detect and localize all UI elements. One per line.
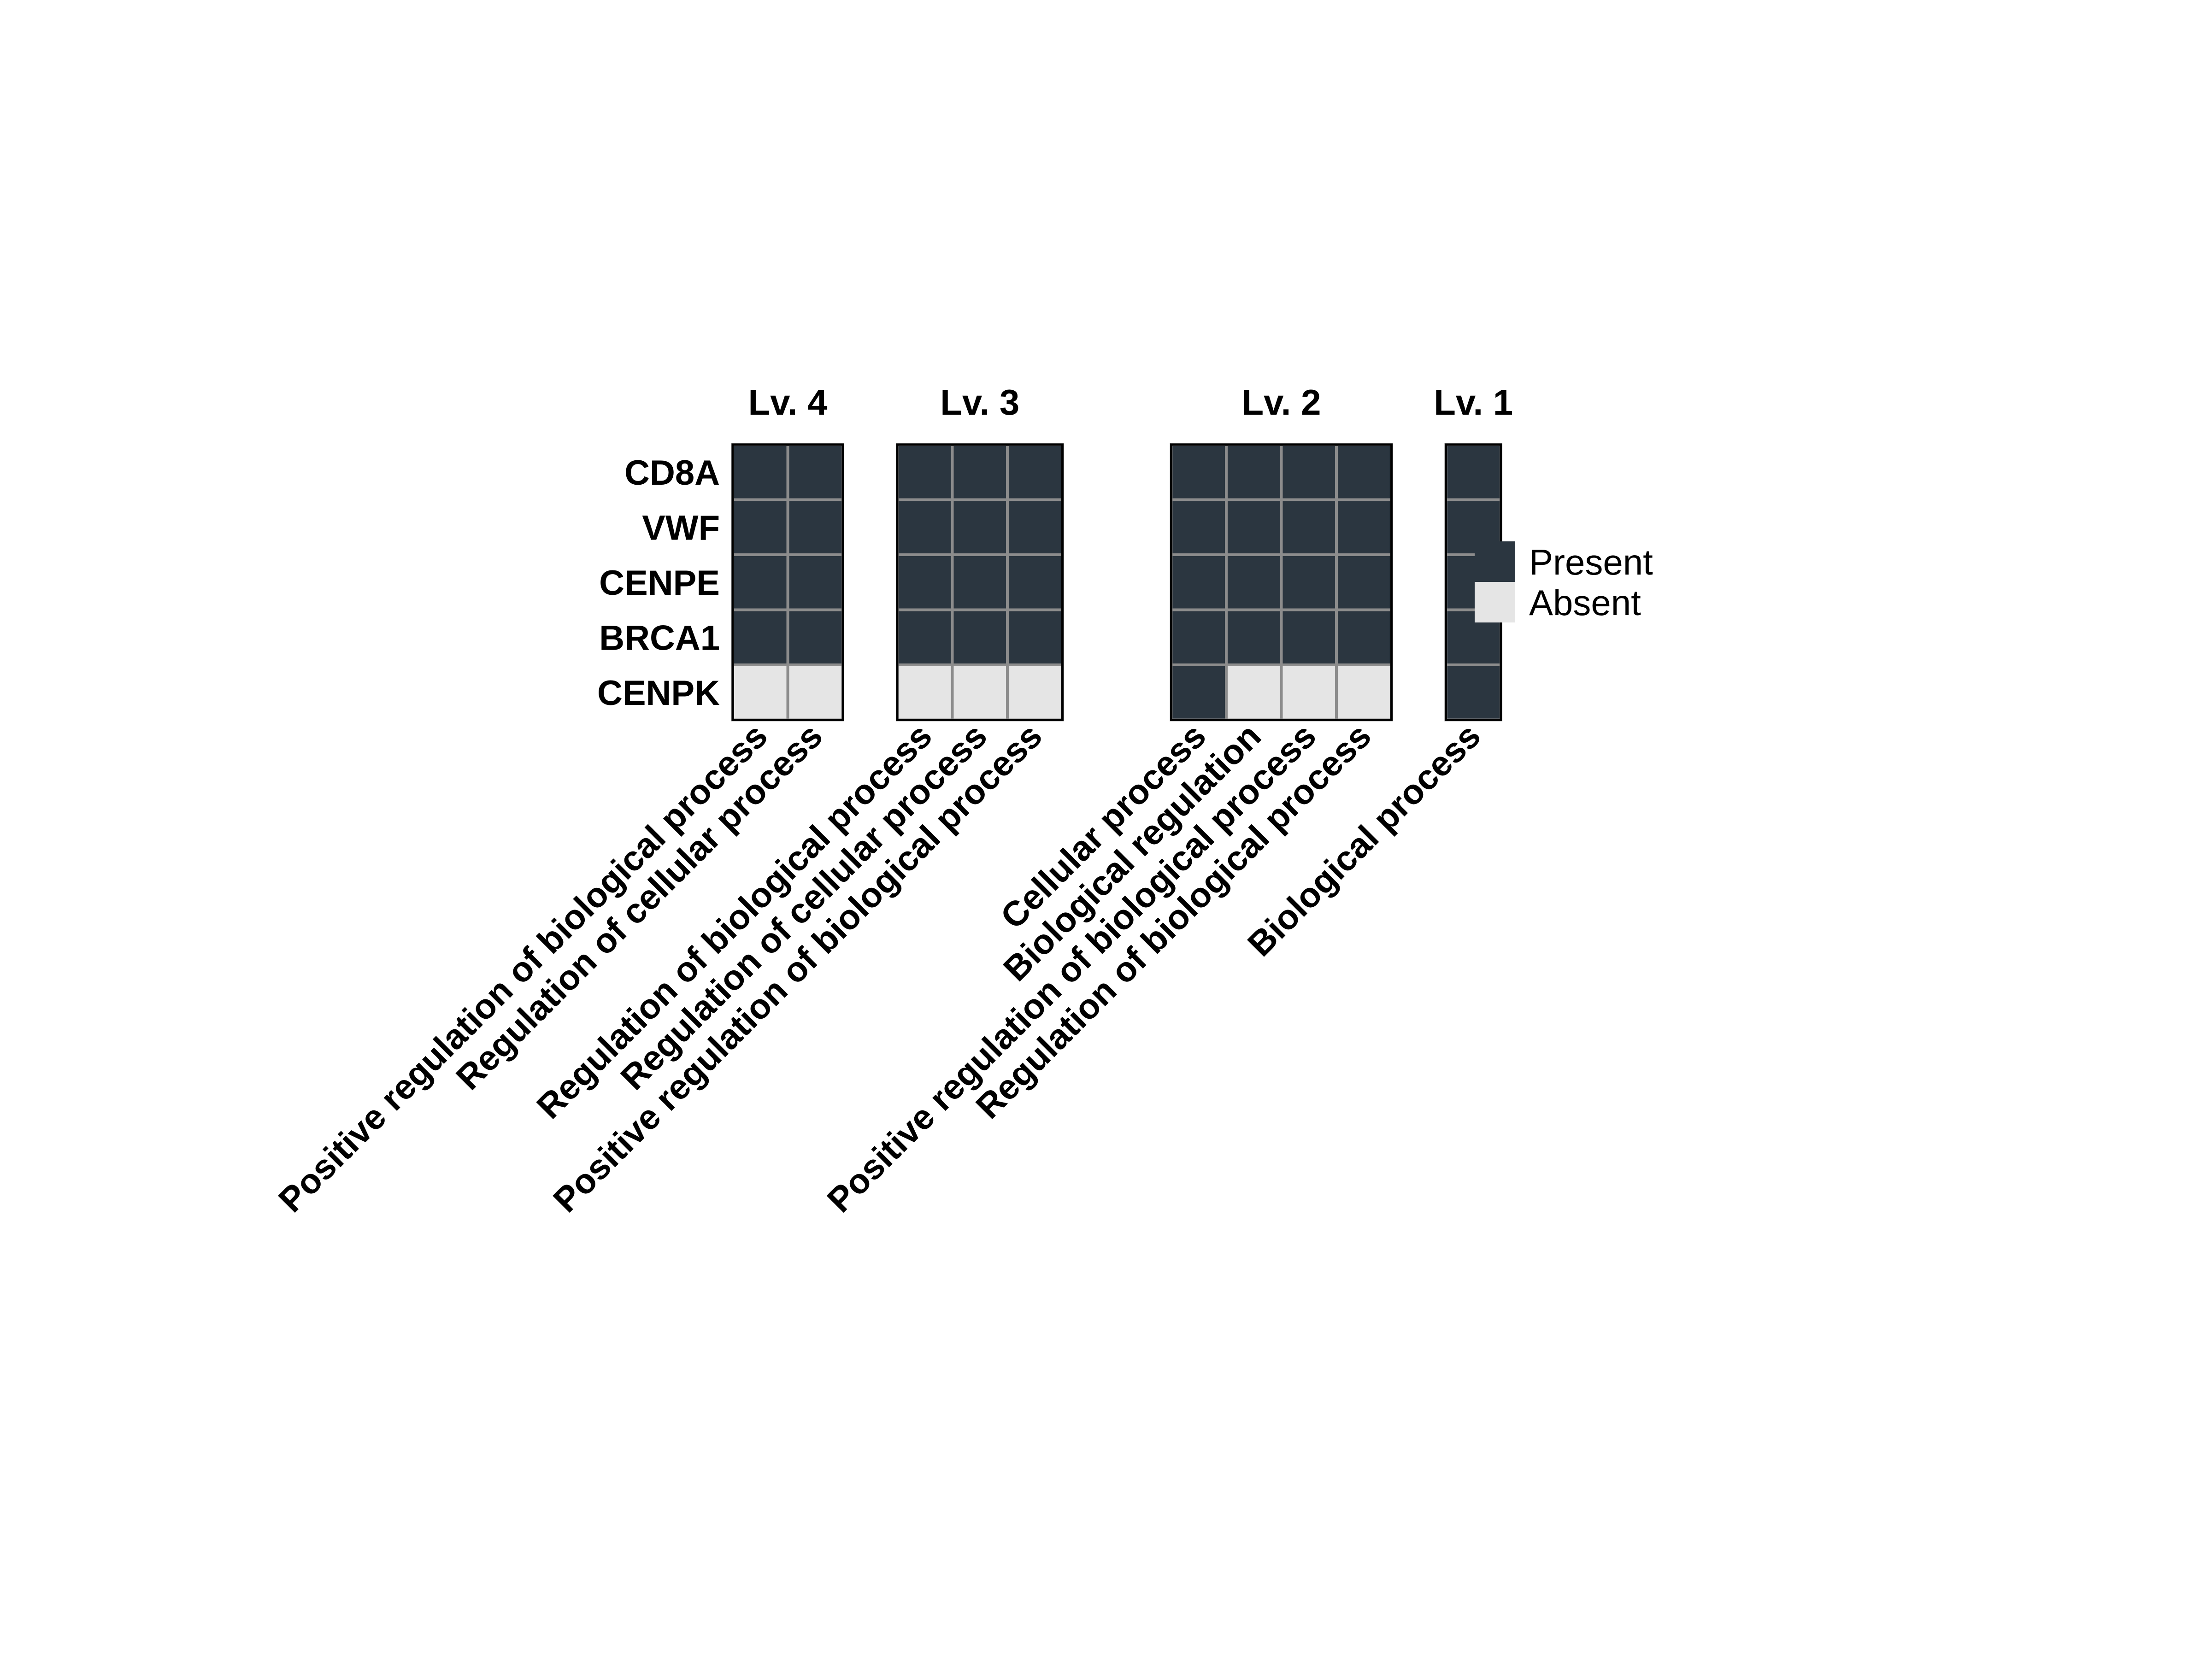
cell-present [896, 553, 954, 611]
cell-present [951, 553, 1009, 611]
cell-present [1225, 443, 1283, 501]
cell-present [896, 443, 954, 501]
cell-present [1280, 443, 1338, 501]
cell-present [1335, 443, 1393, 501]
cell-present [1225, 553, 1283, 611]
legend-swatch-absent [1475, 582, 1515, 622]
cell-present [1006, 443, 1064, 501]
cell-present [1006, 608, 1064, 666]
cell-present [1170, 443, 1228, 501]
row-label: BRCA1 [599, 618, 720, 657]
cell-present [1280, 608, 1338, 666]
column-label: Positive regulation of biological proces… [546, 716, 1049, 1220]
cell-present [786, 443, 844, 501]
cell-present [1006, 553, 1064, 611]
row-label: CD8A [624, 453, 720, 493]
cell-present [1335, 498, 1393, 556]
cell-absent [1006, 663, 1064, 722]
legend-label-present: Present [1529, 542, 1653, 582]
cell-present [786, 608, 844, 666]
cell-absent [731, 663, 789, 722]
panel-title: Lv. 4 [748, 382, 828, 423]
cell-present [1006, 498, 1064, 556]
cell-absent [951, 663, 1009, 722]
cell-present [951, 608, 1009, 666]
panel-border [1170, 443, 1393, 721]
cell-present [1170, 608, 1228, 666]
panel-border [731, 443, 844, 721]
panel-title: Lv. 3 [940, 382, 1019, 423]
cell-present [1170, 663, 1228, 722]
cell-present [731, 553, 789, 611]
cell-absent [1335, 663, 1393, 722]
cell-present [1170, 553, 1228, 611]
cell-present [1444, 443, 1502, 501]
panel-title: Lv. 1 [1434, 382, 1513, 423]
legend-swatch-present [1475, 541, 1515, 582]
cell-present [1225, 498, 1283, 556]
legend-label-absent: Absent [1529, 582, 1641, 623]
panel-border [896, 443, 1064, 721]
row-label: VWF [642, 508, 720, 547]
cell-present [1170, 498, 1228, 556]
cell-absent [786, 663, 844, 722]
row-label: CENPK [597, 674, 720, 713]
cell-absent [1280, 663, 1338, 722]
row-label: CENPE [599, 563, 720, 603]
column-label: Regulation of cellular process [613, 716, 995, 1098]
cell-absent [1225, 663, 1283, 722]
cell-present [786, 498, 844, 556]
cell-present [1335, 553, 1393, 611]
cell-absent [896, 663, 954, 722]
cell-present [896, 608, 954, 666]
panel-title: Lv. 2 [1242, 382, 1321, 423]
cell-present [731, 608, 789, 666]
cell-present [951, 498, 1009, 556]
cell-present [1444, 663, 1502, 722]
cell-present [1225, 608, 1283, 666]
cell-present [1335, 608, 1393, 666]
cell-present [731, 443, 789, 501]
cell-present [1280, 553, 1338, 611]
cell-present [786, 553, 844, 611]
cell-present [951, 443, 1009, 501]
cell-present [731, 498, 789, 556]
cell-present [1280, 498, 1338, 556]
cell-present [896, 498, 954, 556]
